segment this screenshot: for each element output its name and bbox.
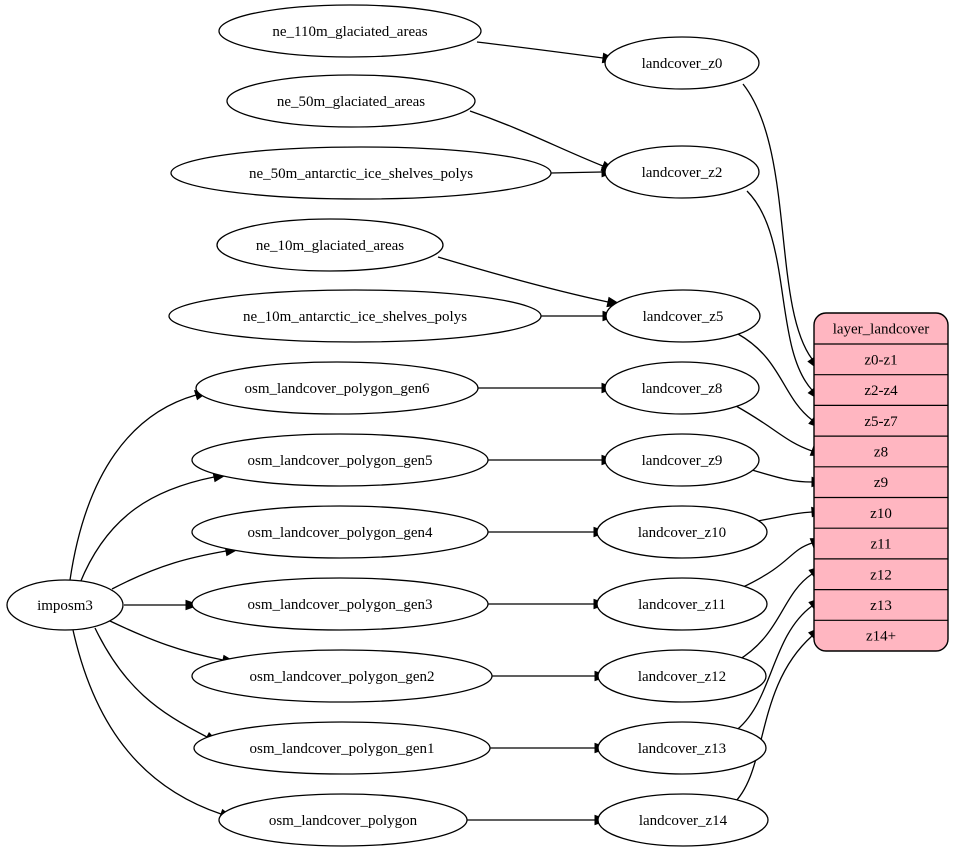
node-landcover_z14: landcover_z14 xyxy=(597,793,769,847)
node-label-imposm3: imposm3 xyxy=(37,598,93,614)
node-label-osm_landcover_polygon_gen4: osm_landcover_polygon_gen4 xyxy=(248,525,433,541)
edge-imposm3->osm_landcover_polygon_gen2 xyxy=(109,620,238,666)
node-label-landcover_z14: landcover_z14 xyxy=(639,813,728,829)
record-row-z8: z8 xyxy=(874,444,888,460)
node-label-landcover_z2: landcover_z2 xyxy=(642,165,723,181)
node-landcover_z0: landcover_z0 xyxy=(604,36,760,90)
node-layer_landcover: layer_landcover z0-z1 z2-z4 z5-z7 z8 z9 z10 z11… xyxy=(813,312,949,652)
node-osm_landcover_polygon_gen5: osm_landcover_polygon_gen5 xyxy=(191,433,489,487)
edge-osm_landcover_polygon_gen6->landcover_z8 xyxy=(478,382,617,394)
record-row-z11: z11 xyxy=(870,537,891,553)
node-landcover_z10: landcover_z10 xyxy=(596,505,768,559)
node-osm_landcover_polygon: osm_landcover_polygon xyxy=(218,793,468,847)
edge-imposm3->osm_landcover_polygon_gen6 xyxy=(69,390,210,581)
edge-ne_10m_antarctic_ice_shelves_polys->landcover_z5 xyxy=(541,310,618,322)
node-landcover_z12: landcover_z12 xyxy=(597,649,767,703)
node-label-landcover_z11: landcover_z11 xyxy=(638,597,726,613)
edge-osm_landcover_polygon_gen4->landcover_z10 xyxy=(488,526,609,538)
record-row-z12: z12 xyxy=(870,567,892,583)
node-osm_landcover_polygon_gen4: osm_landcover_polygon_gen4 xyxy=(191,505,489,559)
edge-ne_110m_glaciated_areas->landcover_z0 xyxy=(476,41,618,64)
edge-landcover_z0->layer_landcover:z0-z1 xyxy=(742,83,821,372)
record-row-z13: z13 xyxy=(870,598,892,614)
node-landcover_z9: landcover_z9 xyxy=(604,433,760,487)
edge-imposm3->osm_landcover_polygon xyxy=(72,629,235,819)
edge-landcover_z2->layer_landcover:z2-z4 xyxy=(746,190,822,402)
node-landcover_z2: landcover_z2 xyxy=(604,145,760,199)
record-row-z10: z10 xyxy=(870,506,892,522)
node-label-landcover_z10: landcover_z10 xyxy=(638,525,726,541)
node-ne_10m_antarctic_ice_shelves_polys: ne_10m_antarctic_ice_shelves_polys xyxy=(168,289,542,343)
record-row-z5-z7: z5-z7 xyxy=(864,414,898,430)
edge-imposm3->osm_landcover_polygon_gen3 xyxy=(124,599,201,611)
node-osm_landcover_polygon_gen2: osm_landcover_polygon_gen2 xyxy=(191,649,493,703)
edge-imposm3->osm_landcover_polygon_gen1 xyxy=(94,627,220,744)
edge-osm_landcover_polygon_gen3->landcover_z11 xyxy=(488,598,609,610)
record-title: layer_landcover xyxy=(833,322,930,338)
node-label-ne_50m_antarctic_ice_shelves_polys: ne_50m_antarctic_ice_shelves_polys xyxy=(249,166,473,182)
node-label-osm_landcover_polygon_gen2: osm_landcover_polygon_gen2 xyxy=(250,669,435,685)
node-label-landcover_z8: landcover_z8 xyxy=(642,381,723,397)
node-label-landcover_z9: landcover_z9 xyxy=(642,453,723,469)
edge-osm_landcover_polygon_gen1->landcover_z13 xyxy=(490,742,610,754)
node-landcover_z5: landcover_z5 xyxy=(605,289,761,343)
node-label-osm_landcover_polygon_gen5: osm_landcover_polygon_gen5 xyxy=(248,453,433,469)
node-ne_50m_glaciated_areas: ne_50m_glaciated_areas xyxy=(226,74,476,128)
node-label-osm_landcover_polygon_gen6: osm_landcover_polygon_gen6 xyxy=(245,381,430,397)
node-ne_10m_glaciated_areas: ne_10m_glaciated_areas xyxy=(216,218,444,272)
node-osm_landcover_polygon_gen6: osm_landcover_polygon_gen6 xyxy=(195,361,479,415)
edge-osm_landcover_polygon->landcover_z14 xyxy=(467,814,610,826)
node-label-ne_50m_glaciated_areas: ne_50m_glaciated_areas xyxy=(277,94,425,110)
edge-landcover_z14->layer_landcover:z14+ xyxy=(731,626,823,806)
node-label-landcover_z5: landcover_z5 xyxy=(643,309,724,325)
node-label-osm_landcover_polygon: osm_landcover_polygon xyxy=(269,813,418,829)
node-label-ne_10m_glaciated_areas: ne_10m_glaciated_areas xyxy=(256,238,404,254)
node-ne_110m_glaciated_areas: ne_110m_glaciated_areas xyxy=(218,4,482,58)
edge-osm_landcover_polygon_gen2->landcover_z12 xyxy=(492,670,610,682)
node-osm_landcover_polygon_gen3: osm_landcover_polygon_gen3 xyxy=(191,577,489,631)
edge-osm_landcover_polygon_gen5->landcover_z9 xyxy=(488,454,617,466)
node-landcover_z13: landcover_z13 xyxy=(597,721,767,775)
node-ne_50m_antarctic_ice_shelves_polys: ne_50m_antarctic_ice_shelves_polys xyxy=(170,146,552,200)
edge-imposm3->osm_landcover_polygon_gen4 xyxy=(111,545,241,590)
record-row-z2-z4: z2-z4 xyxy=(864,383,898,399)
node-label-osm_landcover_polygon_gen3: osm_landcover_polygon_gen3 xyxy=(248,597,433,613)
record-row-z0-z1: z0-z1 xyxy=(864,352,897,368)
node-label-osm_landcover_polygon_gen1: osm_landcover_polygon_gen1 xyxy=(250,741,435,757)
record-row-z9: z9 xyxy=(874,475,888,491)
node-osm_landcover_polygon_gen1: osm_landcover_polygon_gen1 xyxy=(193,721,491,775)
node-imposm3: imposm3 xyxy=(6,579,124,631)
node-landcover_z11: landcover_z11 xyxy=(596,577,768,631)
record-row-z14+: z14+ xyxy=(866,629,896,645)
node-label-landcover_z0: landcover_z0 xyxy=(642,56,723,72)
node-label-landcover_z12: landcover_z12 xyxy=(638,669,726,685)
node-landcover_z8: landcover_z8 xyxy=(604,361,760,415)
node-label-ne_10m_antarctic_ice_shelves_polys: ne_10m_antarctic_ice_shelves_polys xyxy=(243,309,467,325)
node-label-ne_110m_glaciated_areas: ne_110m_glaciated_areas xyxy=(272,24,427,40)
node-label-landcover_z13: landcover_z13 xyxy=(638,741,726,757)
